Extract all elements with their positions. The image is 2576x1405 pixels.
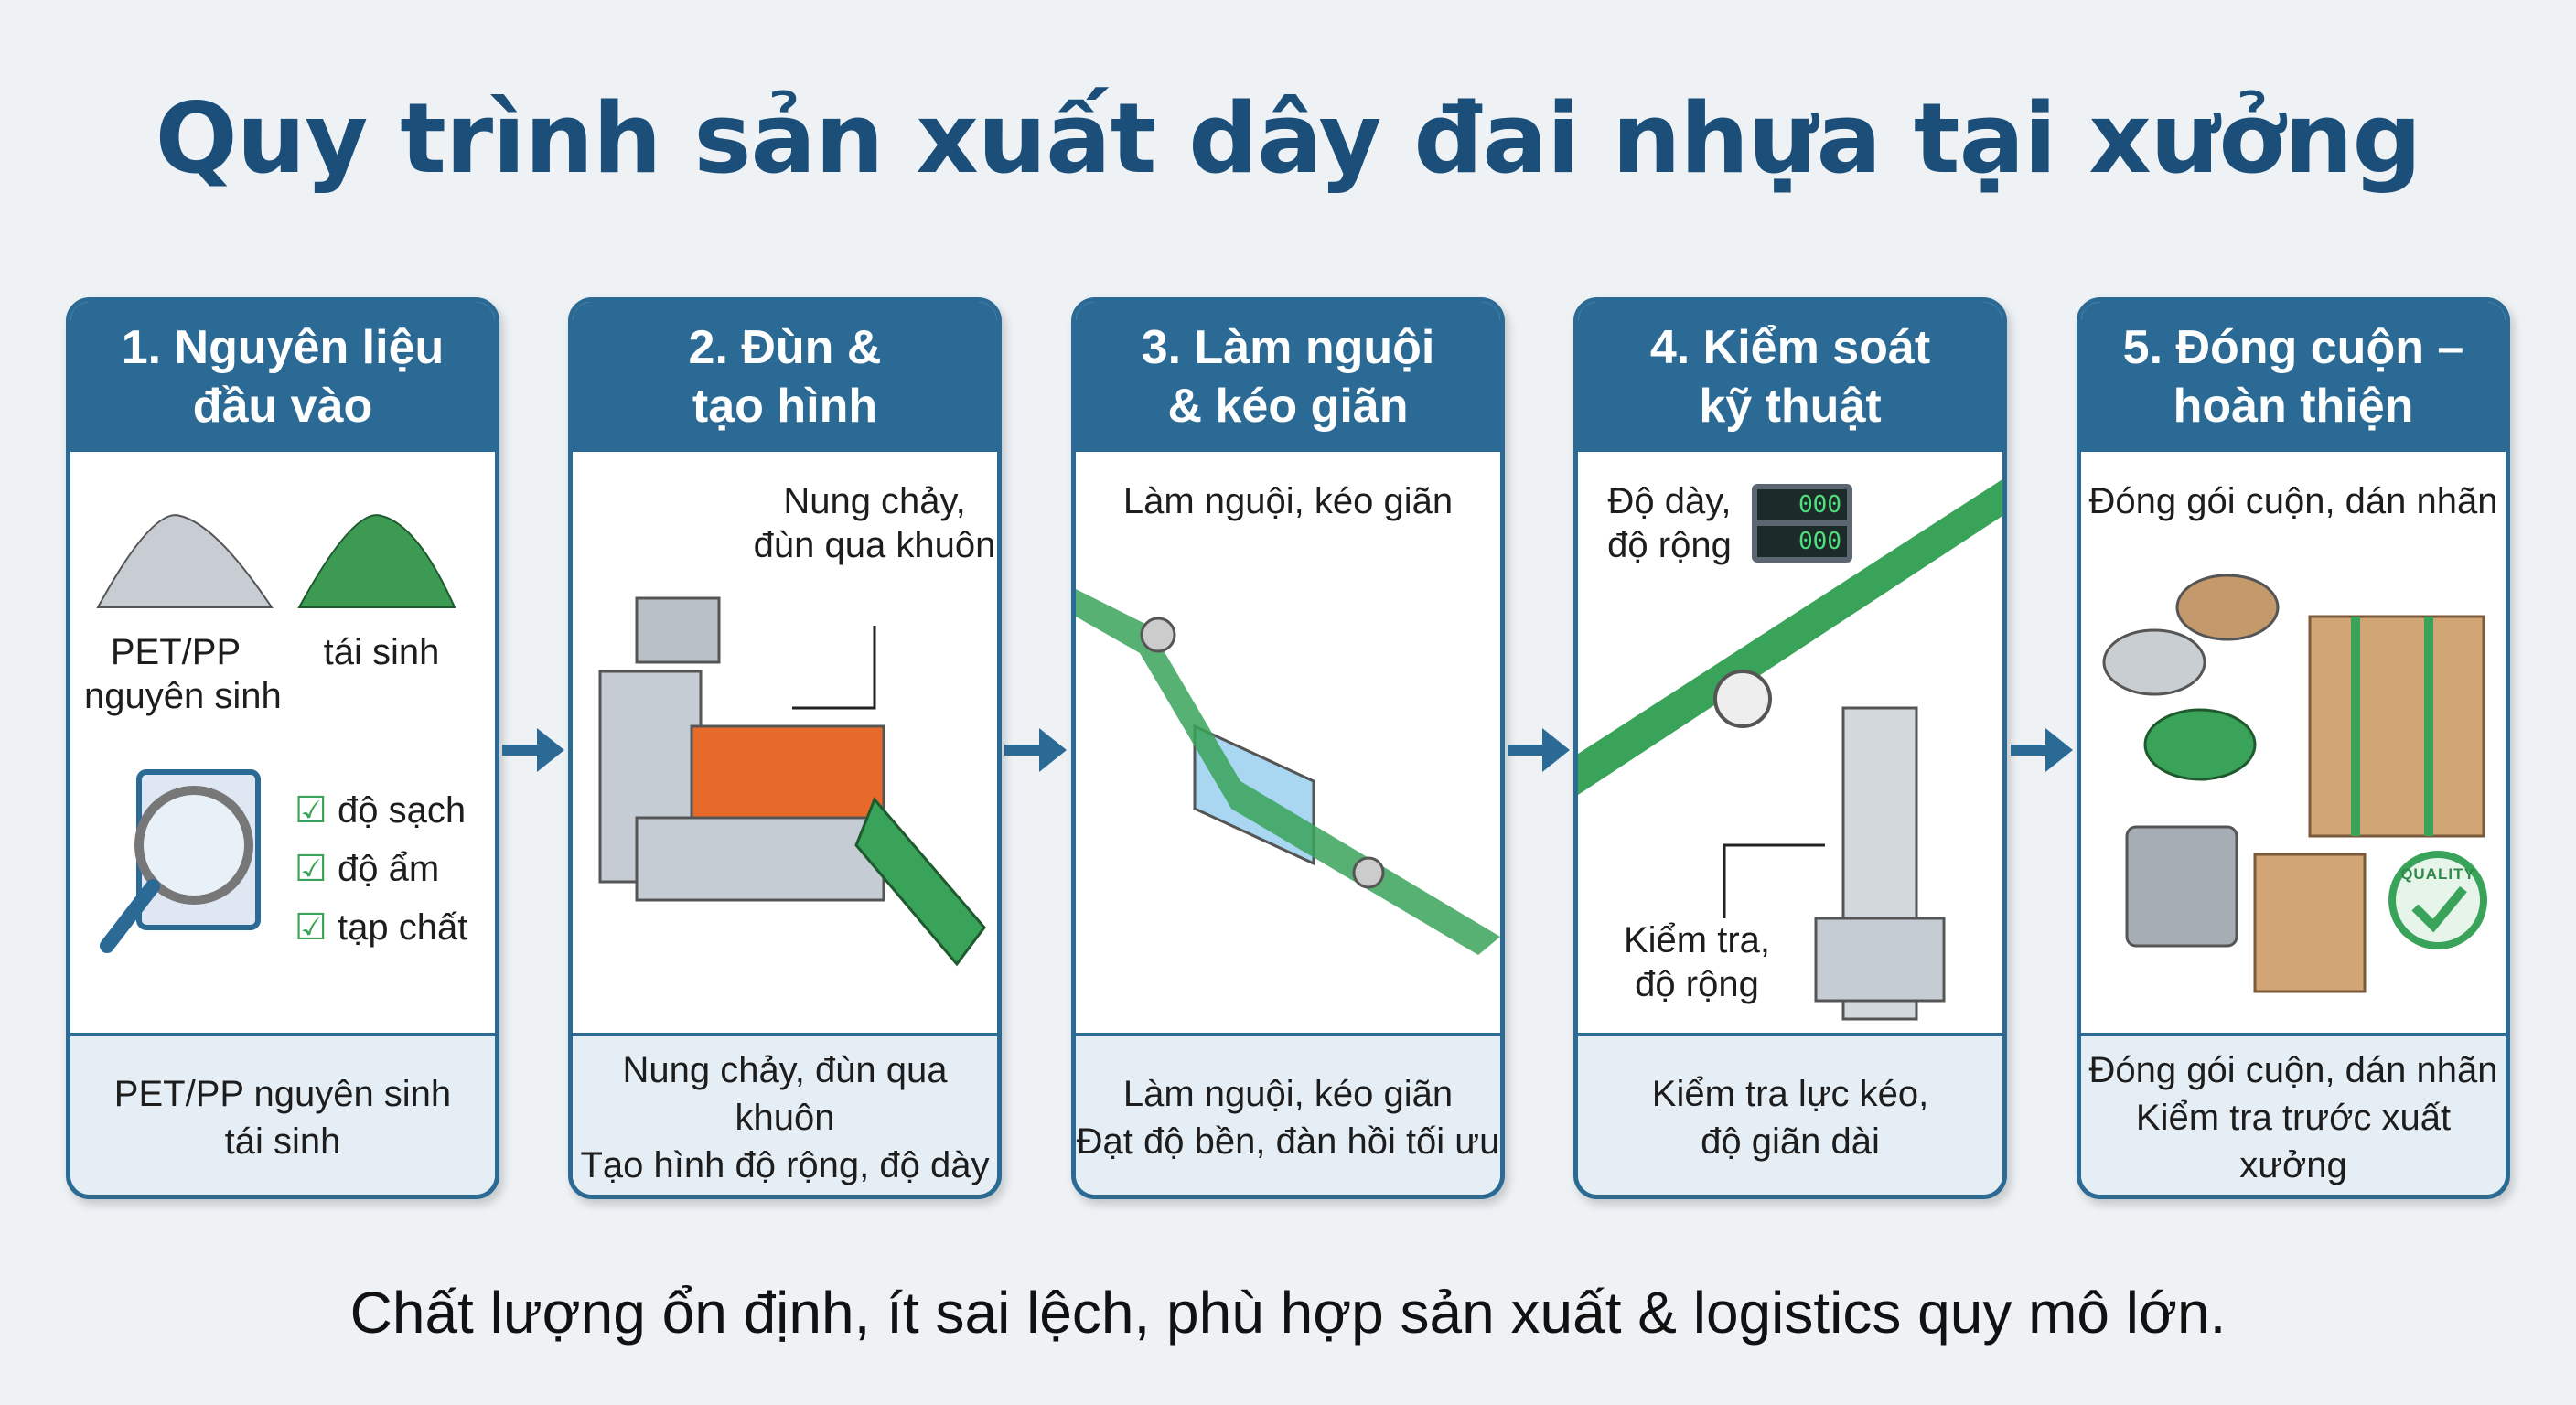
strap-coils-icon	[2102, 574, 2487, 993]
footer-line: Làm nguội, kéo giãn	[1122, 1074, 1454, 1114]
page-title: Quy trình sản xuất dây đai nhựa tại xưởn…	[155, 82, 2422, 195]
step-title-line: hoàn thiện	[2173, 380, 2414, 433]
checkbox-icon: ☑	[295, 849, 327, 889]
step-footer: Kiểm tra lực kéo, độ giãn dài	[1578, 1036, 2002, 1195]
step-header: 1. Nguyên liệu đầu vào	[70, 302, 495, 452]
quality-badge-label: QUALITY	[2400, 865, 2475, 883]
step-title-line: đầu vào	[192, 380, 373, 433]
arrow-right-icon	[1508, 728, 1570, 772]
step-title-line: 5. Đóng cuộn –	[2122, 321, 2464, 374]
check-item: ☑ độ sạch	[295, 781, 467, 840]
step-title-line: & kéo giãn	[1167, 380, 1409, 433]
step-header: 5. Đóng cuộn – hoàn thiện	[2081, 302, 2506, 452]
step-card-1: 1. Nguyên liệu đầu vào PET/PP nguyên sinh…	[66, 297, 499, 1199]
footer-line: Nung chảy, đùn qua khuôn	[622, 1050, 948, 1138]
step-title-line: 1. Nguyên liệu	[121, 321, 445, 374]
clipboard-magnifier-icon	[100, 769, 261, 953]
step-title-line: 4. Kiểm soát	[1649, 321, 1931, 374]
virgin-label: PET/PP nguyên sinh	[84, 632, 282, 716]
check-item: ☑ tạp chất	[295, 898, 467, 957]
footer-line: PET/PP nguyên sinh	[113, 1074, 452, 1114]
tensile-tester-icon	[1578, 479, 2002, 1021]
step-title-line: kỹ thuật	[1699, 380, 1882, 433]
tagline: Chất lượng ổn định, ít sai lệch, phù hợp…	[349, 1280, 2227, 1346]
check-list: ☑ độ sạch ☑ độ ẩm ☑ tạp chất	[295, 781, 467, 957]
check-item: ☑ độ ẩm	[295, 840, 467, 898]
digital-display: 000	[1757, 526, 1847, 557]
measurement-gauge-icon: 000 000	[1752, 484, 1852, 563]
footer-line: Đạt độ bền, đàn hồi tối ưu	[1076, 1121, 1500, 1162]
step-card-3: 3. Làm nguội & kéo giãn Làm nguội, kéo gi…	[1071, 297, 1505, 1199]
step-title-line: 3. Làm nguội	[1141, 321, 1435, 374]
callout-label: Nung chảy, đùn qua khuôn	[753, 481, 996, 565]
footer-line: Kiểm tra trước xuất xưởng	[2135, 1098, 2452, 1185]
checkbox-icon: ☑	[295, 907, 327, 948]
step-header: 2. Đùn & tạo hình	[573, 302, 997, 452]
digital-display: 000	[1757, 489, 1847, 520]
step-card-4: 4. Kiểm soát kỹ thuật Độ dày, độ rộng 000…	[1573, 297, 2007, 1199]
step-header: 4. Kiểm soát kỹ thuật	[1578, 302, 2002, 452]
extruder-machine-icon	[598, 596, 986, 967]
recycled-label: tái sinh	[323, 632, 440, 672]
step-footer: PET/PP nguyên sinh tái sinh	[70, 1036, 495, 1195]
footer-line: Đóng gói cuộn, dán nhãn	[2088, 1050, 2498, 1090]
arrow-right-icon	[2011, 728, 2073, 772]
step-card-5: 5. Đóng cuộn – hoàn thiện Đóng gói cuộn, …	[2077, 297, 2510, 1199]
footer-line: Kiểm tra lực kéo,	[1651, 1074, 1929, 1114]
step-header: 3. Làm nguội & kéo giãn	[1076, 302, 1500, 452]
step-card-2: 2. Đùn & tạo hình Nung chảy, đùn qua khuô…	[568, 297, 1002, 1199]
footer-line: độ giãn dài	[1701, 1121, 1880, 1162]
checkbox-icon: ☑	[295, 790, 327, 831]
check-label: độ sạch	[337, 790, 467, 831]
plastic-pellets-icon	[96, 514, 456, 608]
check-label: độ ẩm	[337, 849, 440, 889]
step-title-line: tạo hình	[692, 380, 878, 433]
step-title-line: 2. Đùn &	[688, 321, 882, 374]
gauge-label: Độ dày, độ rộng	[1607, 481, 1732, 565]
footer-line: tái sinh	[224, 1121, 341, 1162]
footer-line: Tạo hình độ rộng, độ dày	[580, 1145, 990, 1185]
cooling-tank-icon	[1076, 589, 1500, 955]
check-label: tạp chất	[337, 907, 468, 948]
arrow-right-icon	[1004, 728, 1067, 772]
test-label: Kiểm tra, độ rộng	[1623, 920, 1771, 1004]
callout-label: Đóng gói cuộn, dán nhãn	[2088, 481, 2498, 521]
arrow-right-icon	[502, 728, 564, 772]
callout-label: Làm nguội, kéo giãn	[1122, 481, 1454, 521]
